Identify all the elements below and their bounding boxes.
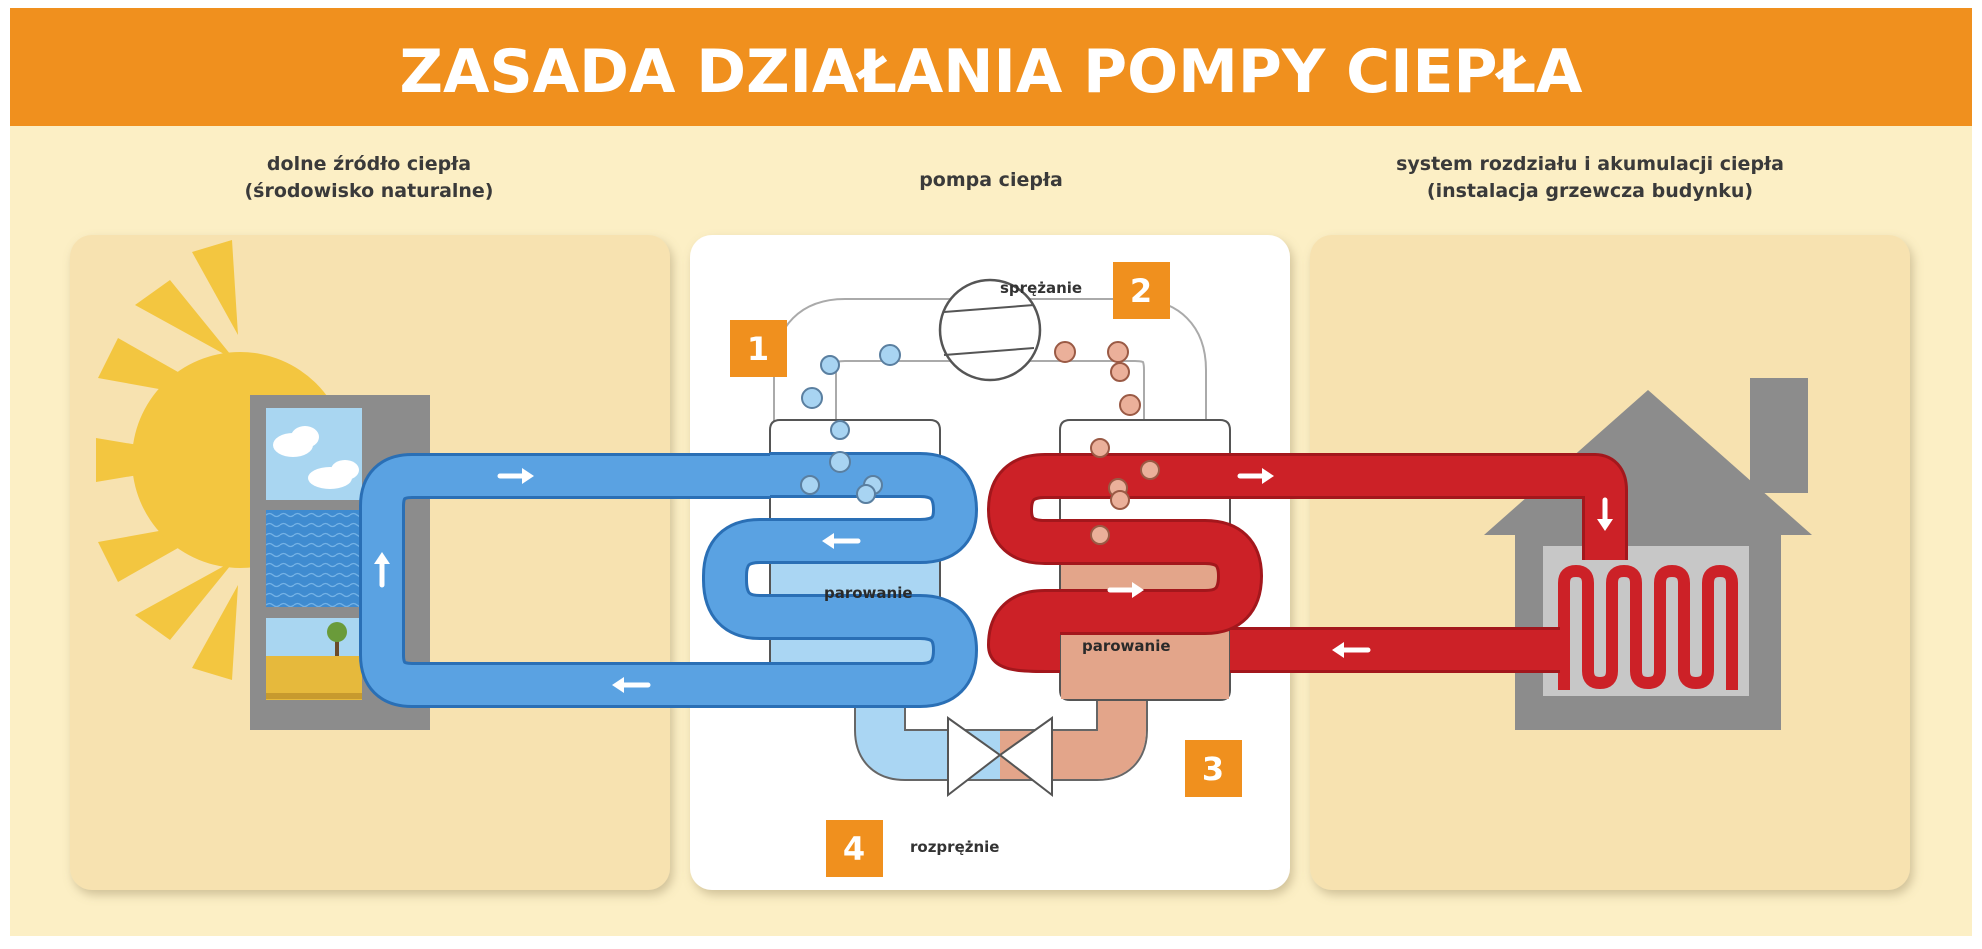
left-column-heading: dolne źródło ciepła xyxy=(267,153,471,175)
water-icon xyxy=(266,510,362,607)
cloud-icon xyxy=(273,426,359,489)
step-number-1: 1 xyxy=(747,330,769,368)
compressor-icon xyxy=(938,278,1042,382)
step-number-2: 2 xyxy=(1130,272,1152,310)
source-pipe xyxy=(359,452,978,708)
house-icon xyxy=(1484,378,1812,730)
radiator-icon xyxy=(1558,565,1738,690)
heating-pipe xyxy=(987,453,1628,673)
ground-sky xyxy=(266,618,362,656)
arrow-icon xyxy=(612,677,651,693)
condenser-label: parowanie xyxy=(1082,637,1171,655)
ground-source xyxy=(266,656,362,700)
title-bar: ZASADA DZIAŁANIA POMPY CIEPŁA xyxy=(10,8,1972,126)
left-column-subheading: (środowisko naturalne) xyxy=(245,180,494,202)
step-badge-3: 3 xyxy=(1185,740,1242,797)
arrow-icon xyxy=(497,468,534,484)
cold-bubbles xyxy=(800,344,901,504)
tree-icon xyxy=(327,622,347,656)
diagram-title: ZASADA DZIAŁANIA POMPY CIEPŁA xyxy=(400,37,1583,107)
arrow-icon xyxy=(1107,582,1144,598)
expansion-valve-icon xyxy=(947,716,1053,798)
step-number-3: 3 xyxy=(1202,750,1224,788)
arrow-icon xyxy=(1237,468,1274,484)
right-column-subheading: (instalacja grzewcza budynku) xyxy=(1427,180,1753,202)
hot-bubbles xyxy=(1054,341,1160,545)
expansion-label: rozprężnie xyxy=(910,838,999,856)
arrow-icon xyxy=(374,552,390,588)
evaporator-label: parowanie xyxy=(824,584,913,602)
arrow-icon xyxy=(1597,497,1613,531)
right-column-heading: system rozdziału i akumulacji ciepła xyxy=(1396,153,1784,175)
center-column-heading: pompa ciepła xyxy=(919,169,1063,191)
step-number-4: 4 xyxy=(843,830,865,868)
step-badge-1: 1 xyxy=(730,320,787,377)
chimney xyxy=(1750,378,1808,493)
compression-label: sprężanie xyxy=(1000,279,1082,297)
step-badge-4: 4 xyxy=(826,820,883,877)
arrow-icon xyxy=(1332,642,1371,658)
arrow-icon xyxy=(822,533,861,549)
step-badge-2: 2 xyxy=(1113,262,1170,319)
